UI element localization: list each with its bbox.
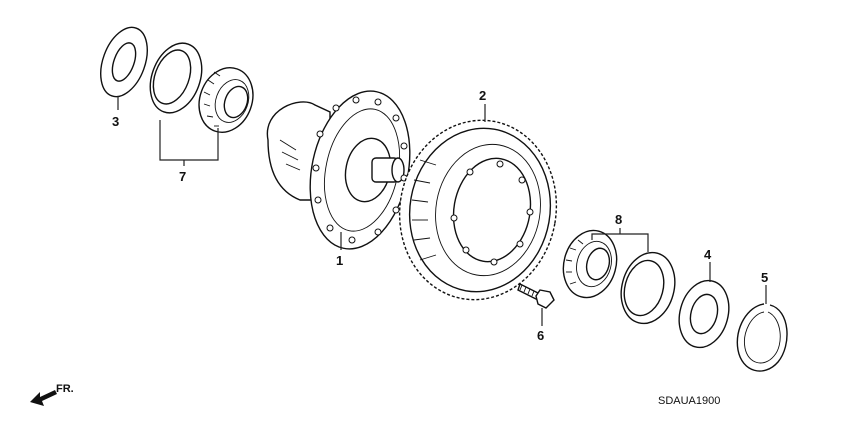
label-7: 7 (179, 169, 186, 184)
differential-case-part-1[interactable] (266, 82, 423, 258)
washer-part-3[interactable] (92, 21, 156, 103)
label-4: 4 (704, 247, 712, 262)
snap-ring-part-5[interactable] (736, 303, 788, 372)
label-6: 6 (537, 328, 544, 343)
label-5: 5 (761, 270, 768, 285)
bracket-7 (159, 120, 219, 161)
bearing-race-part-8[interactable] (614, 246, 683, 329)
tapered-bearing-part-7[interactable] (190, 60, 261, 140)
front-direction-arrow: FR. (30, 383, 74, 406)
final-gear-part-2[interactable] (386, 108, 571, 312)
direction-label: FR. (56, 383, 74, 395)
bolt-part-6[interactable] (517, 283, 555, 309)
diagram-code: SDAUA1900 (658, 395, 720, 407)
washer-part-4[interactable] (672, 275, 736, 353)
label-1: 1 (336, 253, 343, 268)
bracket-8 (591, 233, 649, 252)
label-3: 3 (112, 114, 119, 129)
bearing-race-part-7[interactable] (141, 36, 211, 120)
tapered-bearing-part-8[interactable] (556, 224, 624, 303)
label-2: 2 (479, 88, 486, 103)
label-8: 8 (615, 212, 622, 227)
